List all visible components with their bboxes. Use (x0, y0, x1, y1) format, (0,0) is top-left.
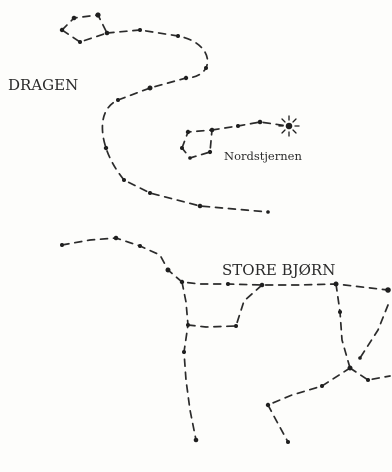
dragen-body-line (101, 29, 269, 213)
nordstjernen-label: Nordstjernen (224, 149, 302, 163)
store-bjorn-label: STORE BJØRN (222, 261, 335, 279)
north-star-burst-icon (278, 115, 300, 137)
dragen-head-lines (61, 14, 108, 43)
constellation-dragen (59, 12, 270, 214)
constellation-store-bjorn (60, 235, 391, 444)
lille-bjorn-lines (181, 121, 289, 159)
constellation-lille-bjorn (180, 119, 289, 160)
dragen-label: DRAGEN (8, 76, 78, 94)
